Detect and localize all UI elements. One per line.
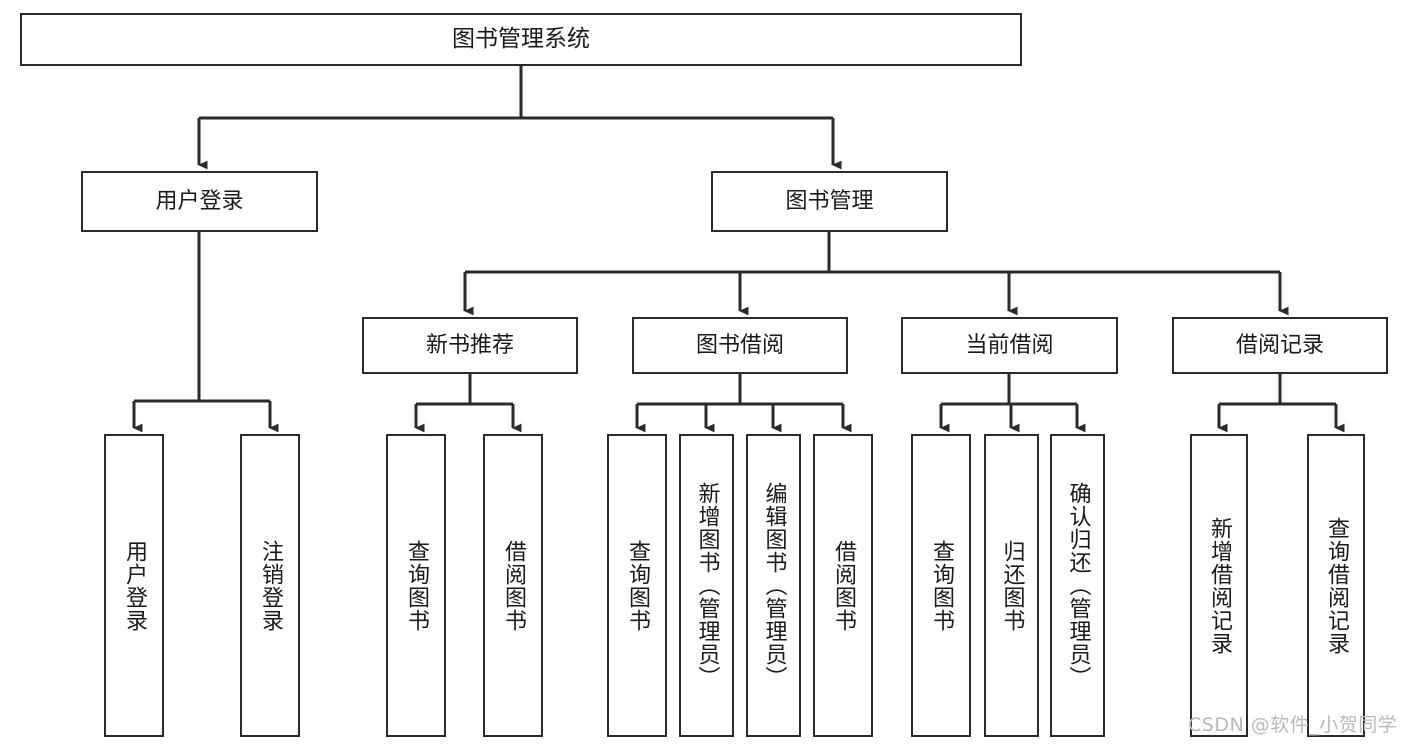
- node-label: 新增借阅记录: [1207, 516, 1232, 655]
- node-label: 查询图书: [404, 539, 429, 632]
- node-new-book-recommend[interactable]: 新书推荐: [362, 317, 578, 374]
- node-label: 图书管理: [785, 188, 874, 214]
- node-current-borrow[interactable]: 当前借阅: [901, 317, 1118, 374]
- node-label: 注销登录: [258, 539, 283, 632]
- leaf-confirm-return-admin[interactable]: 确认归还（管理员）: [1050, 434, 1105, 737]
- leaf-logout[interactable]: 注销登录: [240, 434, 300, 737]
- node-label: 归还图书: [999, 539, 1025, 632]
- leaf-add-borrow-record[interactable]: 新增借阅记录: [1190, 434, 1248, 737]
- node-label: 借阅图书: [501, 539, 526, 632]
- leaf-query-book-current[interactable]: 查询图书: [911, 434, 971, 737]
- node-label: 查询图书: [625, 539, 650, 632]
- leaf-query-book-borrow[interactable]: 查询图书: [607, 434, 667, 737]
- node-book-management[interactable]: 图书管理: [711, 171, 948, 232]
- node-label: 当前借阅: [965, 332, 1054, 358]
- node-label: 图书借阅: [695, 332, 784, 358]
- node-label: 借阅图书: [831, 539, 856, 632]
- leaf-add-book-admin[interactable]: 新增图书（管理员）: [679, 434, 734, 737]
- node-label: 查询借阅记录: [1324, 516, 1349, 655]
- node-label: 确认归还（管理员）: [1065, 482, 1091, 689]
- node-book-borrow[interactable]: 图书借阅: [632, 317, 848, 374]
- node-label: 编辑图书（管理员）: [761, 482, 787, 689]
- node-borrow-record[interactable]: 借阅记录: [1172, 317, 1388, 374]
- leaf-query-book-rec[interactable]: 查询图书: [386, 434, 446, 737]
- node-user-login[interactable]: 用户登录: [81, 171, 318, 232]
- node-label: 新书推荐: [425, 332, 514, 358]
- node-label: 用户登录: [122, 539, 147, 632]
- node-label: 用户登录: [155, 188, 244, 214]
- leaf-user-login[interactable]: 用户登录: [104, 434, 164, 737]
- leaf-query-borrow-record[interactable]: 查询借阅记录: [1307, 434, 1365, 737]
- node-label: 查询图书: [929, 539, 954, 632]
- node-label: 新增图书（管理员）: [694, 482, 720, 689]
- leaf-return-book[interactable]: 归还图书: [984, 434, 1039, 737]
- node-label: 借阅记录: [1235, 332, 1324, 358]
- leaf-borrow-book-rec[interactable]: 借阅图书: [483, 434, 543, 737]
- node-root-system[interactable]: 图书管理系统: [20, 13, 1022, 66]
- leaf-borrow-book[interactable]: 借阅图书: [813, 434, 873, 737]
- leaf-edit-book-admin[interactable]: 编辑图书（管理员）: [746, 434, 801, 737]
- node-label: 图书管理系统: [452, 25, 590, 52]
